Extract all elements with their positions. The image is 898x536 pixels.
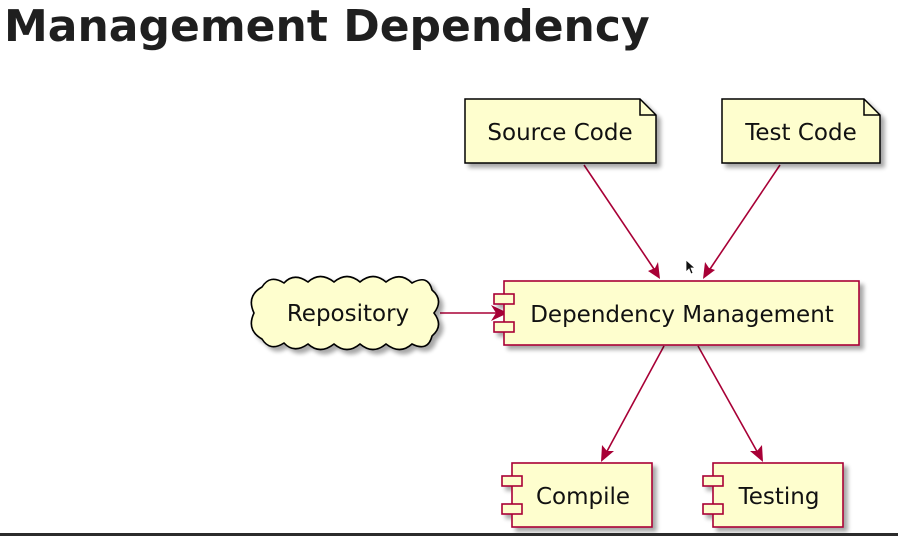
- component-testing-label: Testing: [738, 484, 820, 510]
- edge-source-to-dependency: [583, 164, 660, 279]
- cloud-repository: [250, 275, 440, 351]
- bottom-divider: [0, 533, 898, 536]
- edge-test-to-dependency: [703, 164, 781, 279]
- note-test-code-label: Test Code: [744, 120, 857, 146]
- edge-dependency-to-compile: [601, 345, 665, 462]
- edge-dependency-to-testing: [697, 345, 763, 462]
- note-source-code: [464, 98, 657, 164]
- component-compile-label: Compile: [536, 484, 630, 510]
- component-dependency-management: [493, 280, 860, 346]
- component-testing: [702, 462, 844, 528]
- slide-title: Management Dependency: [4, 1, 650, 52]
- cloud-repository-label: Repository: [287, 301, 409, 327]
- note-test-code: [721, 98, 881, 164]
- mouse-cursor-icon: [685, 259, 697, 275]
- component-dependency-management-label: Dependency Management: [530, 302, 834, 328]
- edge-repository-to-dependency: [440, 305, 508, 321]
- note-source-code-label: Source Code: [487, 120, 632, 146]
- component-compile: [501, 462, 653, 528]
